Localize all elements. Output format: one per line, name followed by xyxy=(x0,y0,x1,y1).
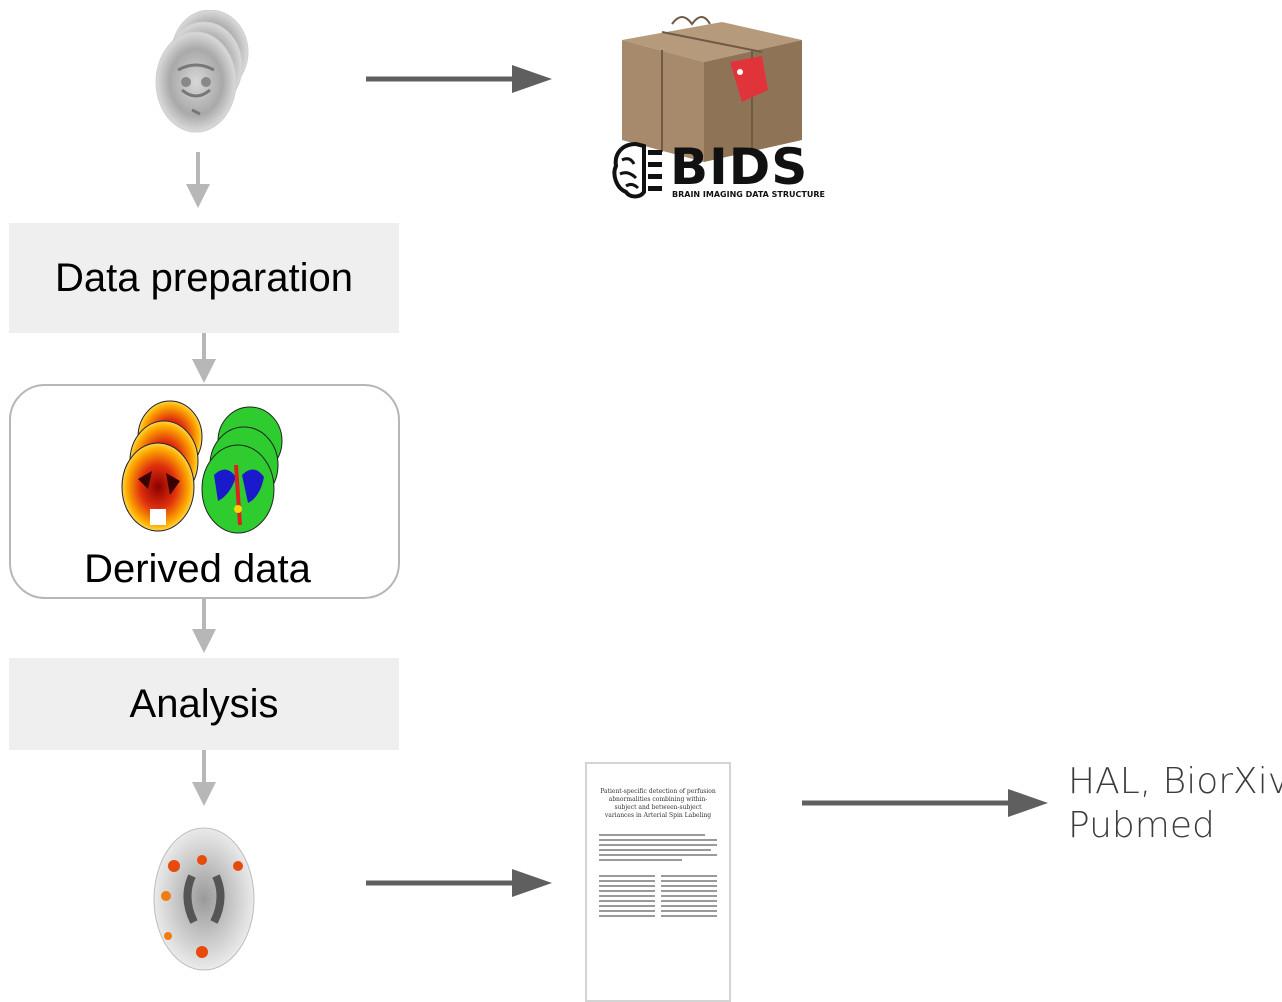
paper-title: Patient-specific detection of perfusion … xyxy=(600,788,716,819)
analysis-step: Analysis xyxy=(9,658,399,750)
arrow-to-paper xyxy=(366,869,552,897)
arrow-down-2 xyxy=(192,333,216,383)
arrow-down-3 xyxy=(192,599,216,653)
bids-subtitle: BRAIN IMAGING DATA STRUCTURE xyxy=(672,190,825,199)
arrow-down-1 xyxy=(186,152,210,208)
publication-targets-line2: Pubmed xyxy=(1068,805,1215,846)
arrow-to-publication xyxy=(802,789,1048,817)
publication-targets: HAL, BiorXiv Pubmed xyxy=(1068,760,1282,848)
raw-mri-scan-image xyxy=(155,10,249,133)
bids-wordmark: BIDS xyxy=(670,138,809,196)
brain-icon xyxy=(612,141,662,199)
data-preparation-label: Data preparation xyxy=(55,255,353,300)
paper-thumbnail: Patient-specific detection of perfusion … xyxy=(585,762,731,1002)
derived-data-label: Derived data xyxy=(84,547,311,591)
bids-logo: BIDS BRAIN IMAGING DATA STRUCTURE xyxy=(610,138,825,204)
data-preparation-step: Data preparation xyxy=(9,223,399,333)
heatmap-brain-image xyxy=(121,400,203,532)
paper-body-lines xyxy=(599,834,717,920)
analysis-label: Analysis xyxy=(129,681,279,726)
bids-package-image xyxy=(622,16,802,162)
arrow-to-bids xyxy=(366,65,552,93)
arrow-down-4 xyxy=(192,750,216,806)
perfusion-brain-image xyxy=(201,406,283,534)
derived-data-step: Derived data xyxy=(9,384,400,599)
analysis-result-brain-image xyxy=(153,827,255,971)
publication-targets-line1: HAL, BiorXiv xyxy=(1068,761,1282,802)
